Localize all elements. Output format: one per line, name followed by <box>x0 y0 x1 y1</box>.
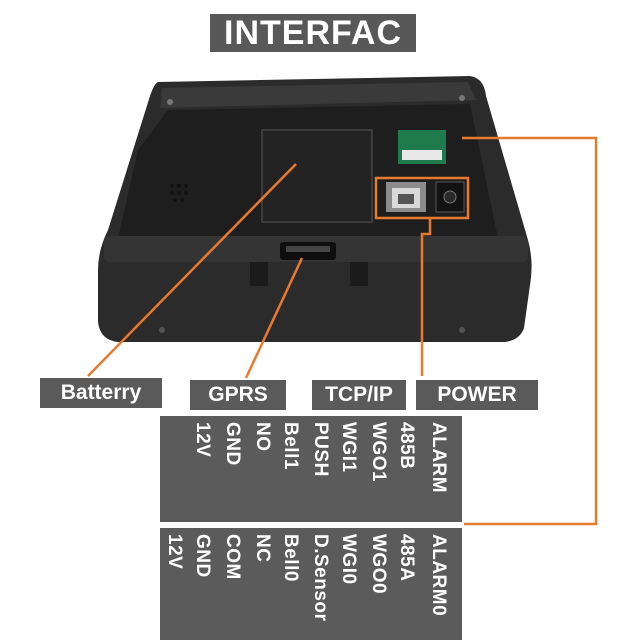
pin-label: Bell0 <box>280 534 301 582</box>
pin-label: ALARM <box>428 422 449 494</box>
pin-label: 485A <box>396 534 417 582</box>
pin-label: WGI0 <box>338 534 359 585</box>
pin-label: 12V <box>192 422 213 458</box>
pin-label: WGO0 <box>368 534 389 595</box>
page-title: INTERFAC <box>210 14 416 52</box>
pin-label: GND <box>192 534 213 578</box>
connector-top-pins: ALARM 485B WGO1 WGI1 PUSH Bell1 NO GND 1… <box>160 416 462 522</box>
battery-label: Batterry <box>40 378 162 408</box>
pin-label: NO <box>252 422 273 452</box>
pin-label: Bell1 <box>280 422 301 470</box>
pin-label: 485B <box>396 422 417 470</box>
power-label: POWER <box>416 380 538 410</box>
pin-label: ALARM0 <box>428 534 449 617</box>
pin-label: WGO1 <box>368 422 389 483</box>
pin-label: PUSH <box>310 422 331 477</box>
connector-bottom-pins: ALARM0 485A WGO0 WGI0 D.Sensor Bell0 NC … <box>160 528 462 640</box>
gprs-label: GPRS <box>190 380 286 410</box>
tcpip-label: TCP/IP <box>312 380 406 410</box>
pin-label: WGI1 <box>338 422 359 473</box>
pin-label: GND <box>222 422 243 466</box>
pin-label: COM <box>222 534 243 580</box>
pin-label: D.Sensor <box>310 534 331 622</box>
pin-label: 12V <box>164 534 185 570</box>
pin-label: NC <box>252 534 273 563</box>
